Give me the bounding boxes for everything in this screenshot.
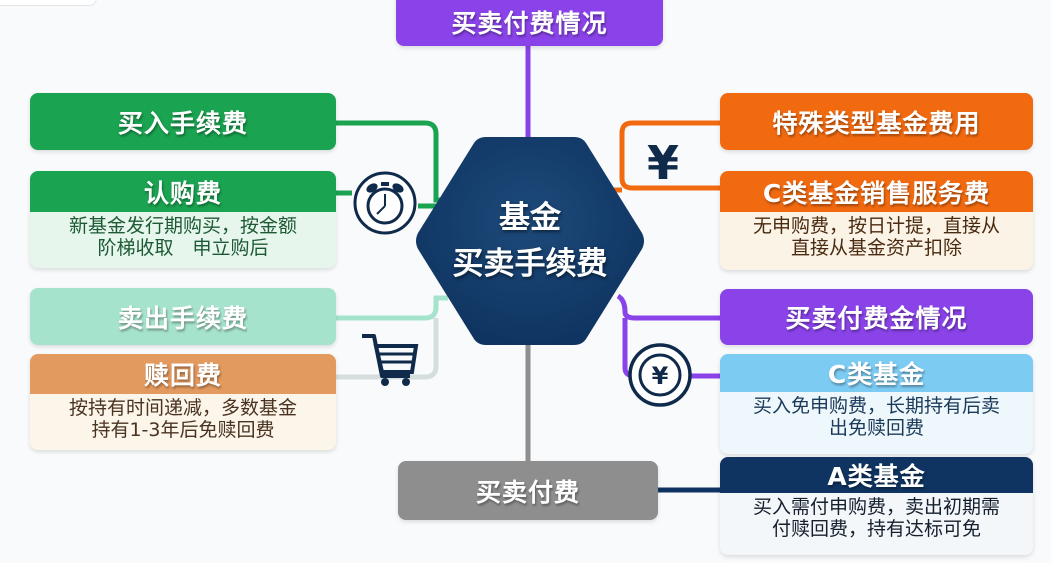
alarm-clock-icon bbox=[353, 171, 417, 235]
top-node-label: 买卖付费情况 bbox=[451, 9, 608, 38]
center-title-line2: 买卖手续费 bbox=[452, 246, 608, 282]
redemption-fee-label: 赎回费 bbox=[30, 354, 336, 394]
subscription-fee-desc-line2: 阶梯收取 申立购后 bbox=[97, 237, 269, 259]
a-class-fund-desc: 买入需付申购费，卖出初期需 付赎回费，持有达标可免 bbox=[720, 493, 1033, 540]
c-class-fund-desc-line1: 买入免申购费，长期持有后卖 bbox=[752, 395, 1000, 417]
buy-fee-node: 买入手续费 bbox=[30, 93, 336, 150]
c-class-fund-desc-line2: 出免赎回费 bbox=[828, 417, 924, 439]
c-class-fund-desc: 买入免申购费，长期持有后卖 出免赎回费 bbox=[720, 392, 1033, 439]
buy-fee-label: 买入手续费 bbox=[117, 108, 248, 138]
c-class-sales-fee-desc-line2: 直接从基金资产扣除 bbox=[790, 237, 962, 259]
bottom-node-trade-payment: 买卖付费 bbox=[398, 461, 658, 520]
c-class-sales-fee-label: C类基金销售服务费 bbox=[720, 171, 1033, 212]
yen-coin-icon: ¥ bbox=[628, 343, 692, 407]
c-class-fund-label: C类基金 bbox=[720, 354, 1033, 392]
c-class-fund-node: C类基金 买入免申购费，长期持有后卖 出免赎回费 bbox=[720, 354, 1033, 454]
redemption-fee-node: 赎回费 按持有时间递减，多数基金 持有1-3年后免赎回费 bbox=[30, 354, 336, 450]
special-fund-fee-label: 特殊类型基金费用 bbox=[772, 108, 981, 138]
a-class-fund-label: A类基金 bbox=[720, 457, 1033, 493]
c-class-sales-fee-node: C类基金销售服务费 无申购费，按日计提，直接从 直接从基金资产扣除 bbox=[720, 171, 1033, 270]
sell-fee-node: 卖出手续费 bbox=[30, 288, 336, 345]
subscription-fee-node: 认购费 新基金发行期购买，按金额 阶梯收取 申立购后 bbox=[30, 171, 336, 268]
center-hexagon-node: 基金 买卖手续费 bbox=[414, 135, 646, 347]
sell-fee-label: 卖出手续费 bbox=[117, 303, 248, 333]
trade-payment-status-node: 买卖付费金情况 bbox=[720, 289, 1033, 345]
c-class-sales-fee-desc-line1: 无申购费，按日计提，直接从 bbox=[752, 215, 1000, 237]
redemption-fee-desc: 按持有时间递减，多数基金 持有1-3年后免赎回费 bbox=[30, 394, 336, 441]
subscription-fee-label: 认购费 bbox=[30, 171, 336, 212]
a-class-fund-desc-line2: 付赎回费，持有达标可免 bbox=[771, 518, 981, 540]
yen-icon: ¥ bbox=[646, 136, 679, 190]
subscription-fee-desc-line1: 新基金发行期购买，按金额 bbox=[68, 215, 297, 237]
redemption-fee-desc-line1: 按持有时间递减，多数基金 bbox=[68, 397, 297, 419]
a-class-fund-node: A类基金 买入需付申购费，卖出初期需 付赎回费，持有达标可免 bbox=[720, 457, 1033, 555]
hexagon-shape bbox=[416, 137, 644, 345]
svg-text:¥: ¥ bbox=[652, 362, 669, 390]
top-node-trade-payment-status: 买卖付费情况 bbox=[396, 0, 663, 46]
a-class-fund-desc-line1: 买入需付申购费，卖出初期需 bbox=[752, 496, 1000, 518]
shopping-cart-icon bbox=[362, 334, 419, 386]
c-class-sales-fee-desc: 无申购费，按日计提，直接从 直接从基金资产扣除 bbox=[720, 212, 1033, 259]
subscription-fee-desc: 新基金发行期购买，按金额 阶梯收取 申立购后 bbox=[30, 212, 336, 259]
redemption-fee-desc-line2: 持有1-3年后免赎回费 bbox=[91, 419, 275, 441]
bottom-node-label: 买卖付费 bbox=[475, 477, 580, 507]
special-fund-fee-node: 特殊类型基金费用 bbox=[720, 93, 1033, 150]
center-title-line1: 基金 bbox=[499, 200, 561, 236]
trade-payment-status-label: 买卖付费金情况 bbox=[785, 304, 968, 333]
